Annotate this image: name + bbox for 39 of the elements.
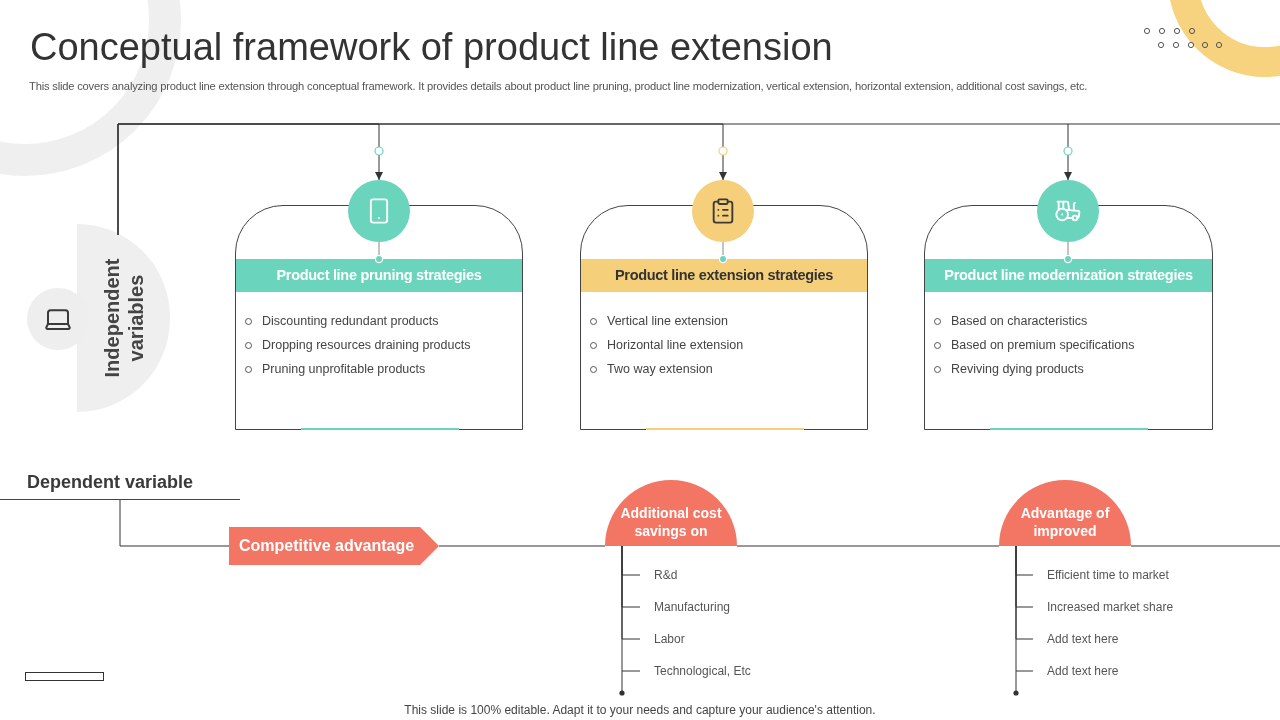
slide-title: Conceptual framework of product line extension: [30, 25, 833, 70]
connector-line: [119, 499, 230, 547]
list-item: Labor: [640, 629, 790, 649]
strategy-card: [924, 205, 1213, 430]
connector-line: [718, 241, 728, 264]
footer-note: This slide is 100% editable. Adapt it to your needs and capture your audience's attention.: [403, 702, 877, 719]
list-item: Efficient time to market: [1033, 565, 1203, 585]
connector-line: [736, 545, 1000, 547]
connector-line: [117, 123, 1072, 236]
list-item: Manufacturing: [640, 597, 790, 617]
section-heading: Dependent variable: [0, 465, 240, 500]
bullet-text: Based on premium specifications: [951, 337, 1135, 354]
list-item: Add text here: [1033, 661, 1203, 681]
bullet-text: Vertical line extension: [607, 313, 728, 330]
chevron-tag: Competitive advantage: [229, 527, 439, 565]
connector-line: [621, 545, 641, 672]
connector-line: [438, 545, 606, 547]
bullet-text: Discounting redundant products: [262, 313, 439, 330]
connector-line: [1063, 241, 1073, 264]
card-heading: Product line extension strategies: [581, 259, 867, 292]
bullet-text: Horizontal line extension: [607, 337, 744, 354]
bullet-text: Two way extension: [607, 361, 713, 378]
connector-line: [374, 241, 384, 264]
connector-line: [1130, 545, 1280, 547]
list-item: R&d: [640, 565, 790, 585]
list-item: Technological, Etc: [640, 661, 790, 681]
rotated-label: Independent variables: [99, 257, 148, 380]
connector-line: [1015, 545, 1034, 672]
card-heading: Product line pruning strategies: [236, 259, 522, 292]
card-heading: Product line modernization strategies: [925, 259, 1212, 292]
slide-description: This slide covers analyzing product line extension through conceptual framework. It provides details about product line pruning, product line modernization, vertical extension, horizontal extension, additional cost savings, etc.: [29, 79, 1089, 94]
bullet-text: Pruning unprofitable products: [262, 361, 426, 378]
bullet-text: Reviving dying products: [951, 361, 1084, 378]
list-item: Add text here: [1033, 629, 1203, 649]
strategy-card: [580, 205, 868, 430]
strategy-card: [235, 205, 523, 430]
bullet-text: Dropping resources draining products: [262, 337, 471, 354]
bullet-text: Based on characteristics: [951, 313, 1088, 330]
list-item: Increased market share: [1033, 597, 1203, 617]
